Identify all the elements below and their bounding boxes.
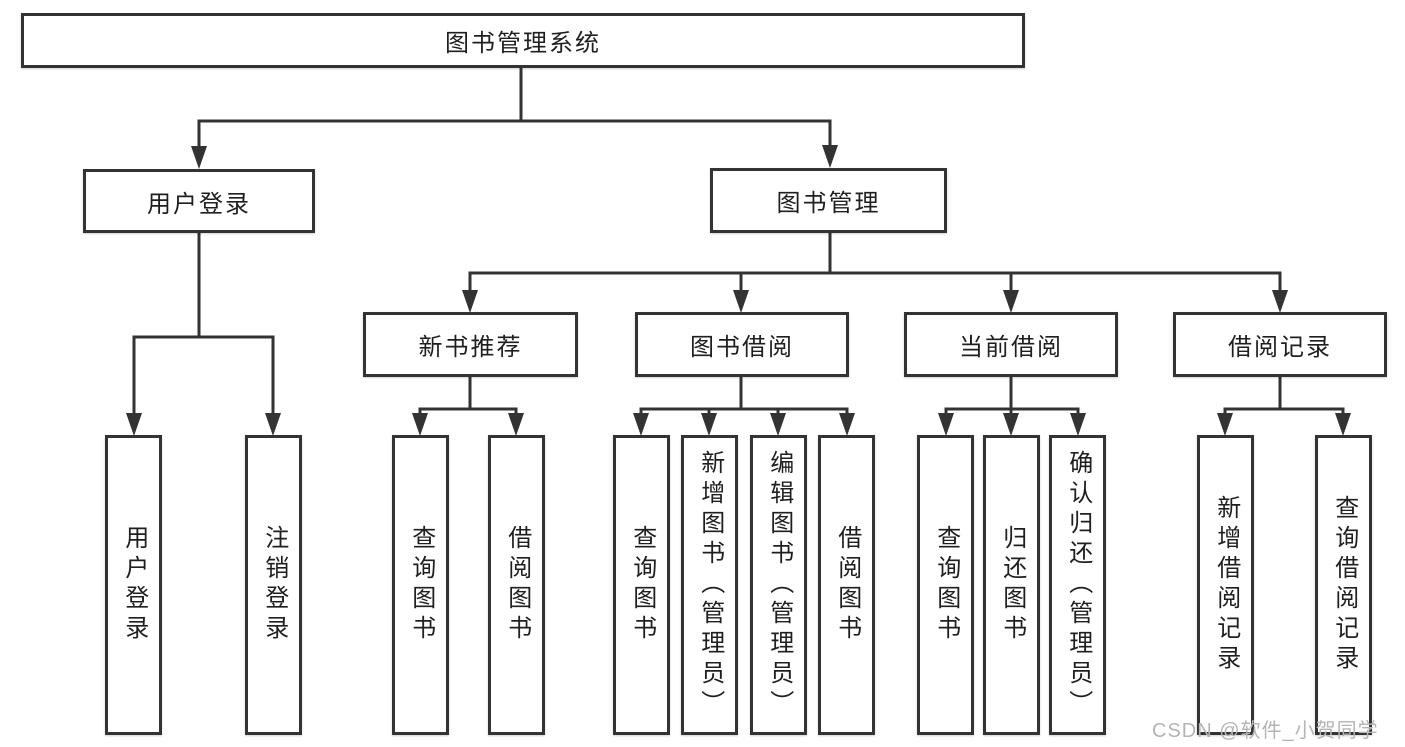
leaf-logout-login: 注销登录	[245, 435, 302, 735]
leaf-query-books-current-label: 查询图书	[932, 525, 960, 645]
node-book-management-label: 图书管理	[776, 190, 881, 217]
leaf-edit-books-admin: 编辑图书（管理员）	[750, 435, 807, 735]
leaf-borrow-books-borrowing: 借阅图书	[818, 435, 875, 735]
node-current-borrowing: 当前借阅	[904, 312, 1118, 377]
node-book-management: 图书管理	[710, 168, 947, 233]
leaf-borrow-books-recommend-label: 借阅图书	[503, 525, 531, 645]
leaf-query-books-borrowing-label: 查询图书	[628, 525, 656, 645]
leaf-borrow-books-borrowing-label: 借阅图书	[833, 525, 861, 645]
leaf-add-books-admin: 新增图书（管理员）	[681, 435, 738, 735]
leaf-user-login: 用户登录	[105, 435, 162, 735]
node-root-label: 图书管理系统	[445, 30, 601, 57]
csdn-watermark: CSDN @软件_小贺同学	[1152, 720, 1379, 742]
leaf-confirm-return-admin: 确认归还（管理员）	[1049, 435, 1106, 735]
leaf-query-books-recommend: 查询图书	[392, 435, 449, 735]
node-user-login-label: 用户登录	[147, 190, 251, 218]
node-borrowing-records: 借阅记录	[1173, 312, 1387, 377]
leaf-borrow-books-recommend: 借阅图书	[488, 435, 545, 735]
leaf-return-books: 归还图书	[983, 435, 1040, 735]
leaf-confirm-return-admin-label: 确认归还（管理员）	[1064, 450, 1092, 720]
leaf-edit-books-admin-label: 编辑图书（管理员）	[765, 450, 793, 720]
leaf-add-borrow-record: 新增借阅记录	[1197, 435, 1254, 735]
node-new-book-recommendation-label: 新书推荐	[418, 334, 523, 361]
leaf-return-books-label: 归还图书	[998, 525, 1026, 645]
leaf-query-borrow-record-label: 查询借阅记录	[1330, 495, 1358, 675]
leaf-query-books-borrowing: 查询图书	[613, 435, 670, 735]
node-user-login: 用户登录	[83, 169, 315, 233]
leaf-query-books-recommend-label: 查询图书	[407, 525, 435, 645]
leaf-add-books-admin-label: 新增图书（管理员）	[696, 450, 724, 720]
leaf-add-borrow-record-label: 新增借阅记录	[1212, 495, 1240, 675]
node-new-book-recommendation: 新书推荐	[363, 312, 578, 377]
node-book-borrowing: 图书借阅	[635, 312, 849, 377]
node-book-borrowing-label: 图书借阅	[690, 334, 794, 361]
leaf-query-borrow-record: 查询借阅记录	[1315, 435, 1372, 735]
node-borrowing-records-label: 借阅记录	[1228, 334, 1332, 361]
node-root: 图书管理系统	[21, 13, 1025, 68]
node-current-borrowing-label: 当前借阅	[959, 334, 1063, 361]
leaf-query-books-current: 查询图书	[917, 435, 974, 735]
leaf-user-login-label: 用户登录	[120, 525, 148, 645]
leaf-logout-login-label: 注销登录	[260, 525, 288, 645]
